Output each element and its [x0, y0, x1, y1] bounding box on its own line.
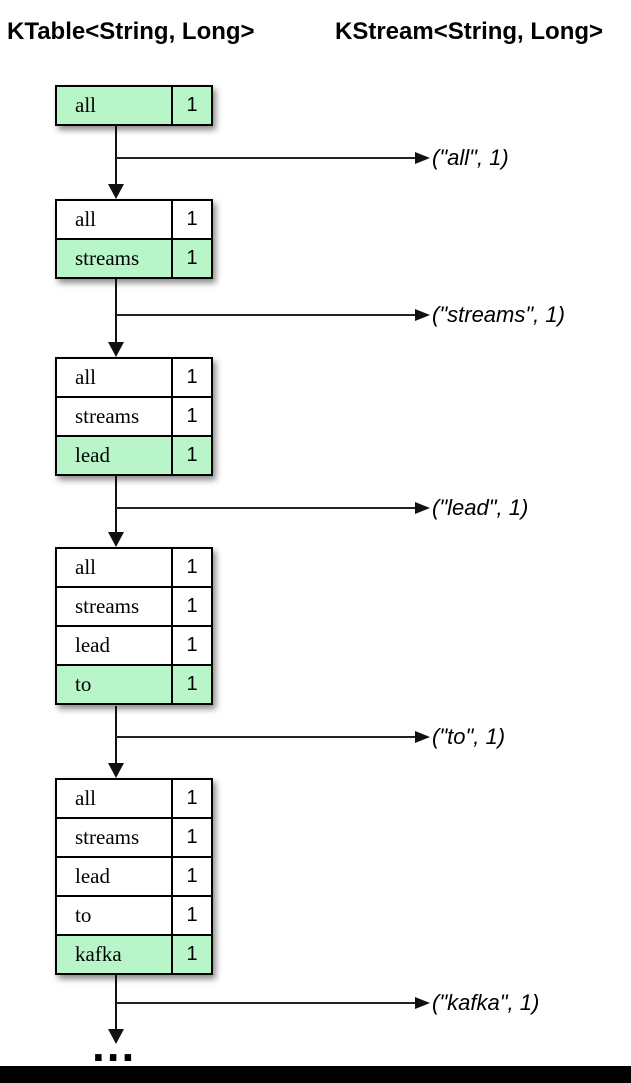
table-row: to 1 — [57, 897, 211, 936]
value-cell: 1 — [186, 405, 198, 427]
table-row: all 1 — [57, 201, 211, 240]
down-connector-line — [115, 476, 117, 533]
key-cell: to — [57, 897, 173, 934]
ktable-heading: KTable<String, Long> — [7, 18, 255, 45]
stream-record-label: ("streams", 1) — [432, 302, 565, 327]
table-row: streams 1 — [57, 819, 211, 858]
table-row: streams 1 — [57, 588, 211, 627]
table-row: all 1 — [57, 359, 211, 398]
arrow-down-icon — [108, 184, 124, 199]
table-row: streams 1 — [57, 398, 211, 437]
key-cell: all — [57, 549, 173, 586]
value-cell: 1 — [186, 904, 198, 926]
bottom-bar — [0, 1066, 631, 1083]
down-connector-line — [115, 279, 117, 343]
arrow-right-icon — [415, 502, 430, 514]
key-cell: streams — [57, 588, 173, 625]
arrow-right-icon — [415, 152, 430, 164]
arrow-down-icon — [108, 763, 124, 778]
table-row: lead 1 — [57, 437, 211, 474]
key-cell: all — [57, 780, 173, 817]
key-cell: all — [57, 201, 173, 238]
table-row: all 1 — [57, 780, 211, 819]
arrow-right-icon — [415, 997, 430, 1009]
value-cell: 1 — [186, 595, 198, 617]
ktable-state-1: all 1 — [55, 85, 213, 126]
key-cell: streams — [57, 240, 173, 277]
key-cell: lead — [57, 437, 173, 474]
branch-line — [116, 1002, 416, 1004]
value-cell: 1 — [186, 94, 198, 116]
key-cell: lead — [57, 858, 173, 895]
branch-line — [116, 507, 416, 509]
arrow-down-icon — [108, 1029, 124, 1044]
table-row: all 1 — [57, 87, 211, 124]
stream-record-label: ("all", 1) — [432, 145, 509, 170]
key-cell: streams — [57, 398, 173, 435]
continuation-ellipsis: ... — [92, 1019, 137, 1071]
table-row: lead 1 — [57, 627, 211, 666]
key-cell: streams — [57, 819, 173, 856]
arrow-down-icon — [108, 342, 124, 357]
value-cell: 1 — [186, 865, 198, 887]
table-row: to 1 — [57, 666, 211, 703]
stream-record-label: ("lead", 1) — [432, 495, 529, 520]
branch-line — [116, 157, 416, 159]
ktable-state-2: all 1 streams 1 — [55, 199, 213, 279]
value-cell: 1 — [186, 556, 198, 578]
value-cell: 1 — [186, 673, 198, 695]
arrow-right-icon — [415, 731, 430, 743]
arrow-right-icon — [415, 309, 430, 321]
down-connector-line — [115, 124, 117, 186]
table-row: kafka 1 — [57, 936, 211, 973]
branch-line — [116, 736, 416, 738]
ktable-state-4: all 1 streams 1 lead 1 to 1 — [55, 547, 213, 705]
branch-line — [116, 314, 416, 316]
stream-record-label: ("kafka", 1) — [432, 990, 540, 1015]
value-cell: 1 — [186, 208, 198, 230]
down-connector-line — [115, 706, 117, 764]
value-cell: 1 — [186, 943, 198, 965]
value-cell: 1 — [186, 247, 198, 269]
ktable-state-3: all 1 streams 1 lead 1 — [55, 357, 213, 476]
key-cell: lead — [57, 627, 173, 664]
kstream-heading: KStream<String, Long> — [335, 18, 604, 45]
key-cell: kafka — [57, 936, 173, 973]
value-cell: 1 — [186, 366, 198, 388]
value-cell: 1 — [186, 787, 198, 809]
arrow-down-icon — [108, 532, 124, 547]
stream-record-label: ("to", 1) — [432, 724, 506, 749]
key-cell: to — [57, 666, 173, 703]
key-cell: all — [57, 87, 173, 124]
table-row: lead 1 — [57, 858, 211, 897]
value-cell: 1 — [186, 444, 198, 466]
value-cell: 1 — [186, 634, 198, 656]
table-row: all 1 — [57, 549, 211, 588]
table-row: streams 1 — [57, 240, 211, 277]
key-cell: all — [57, 359, 173, 396]
value-cell: 1 — [186, 826, 198, 848]
ktable-state-5: all 1 streams 1 lead 1 to 1 kafka 1 — [55, 778, 213, 975]
